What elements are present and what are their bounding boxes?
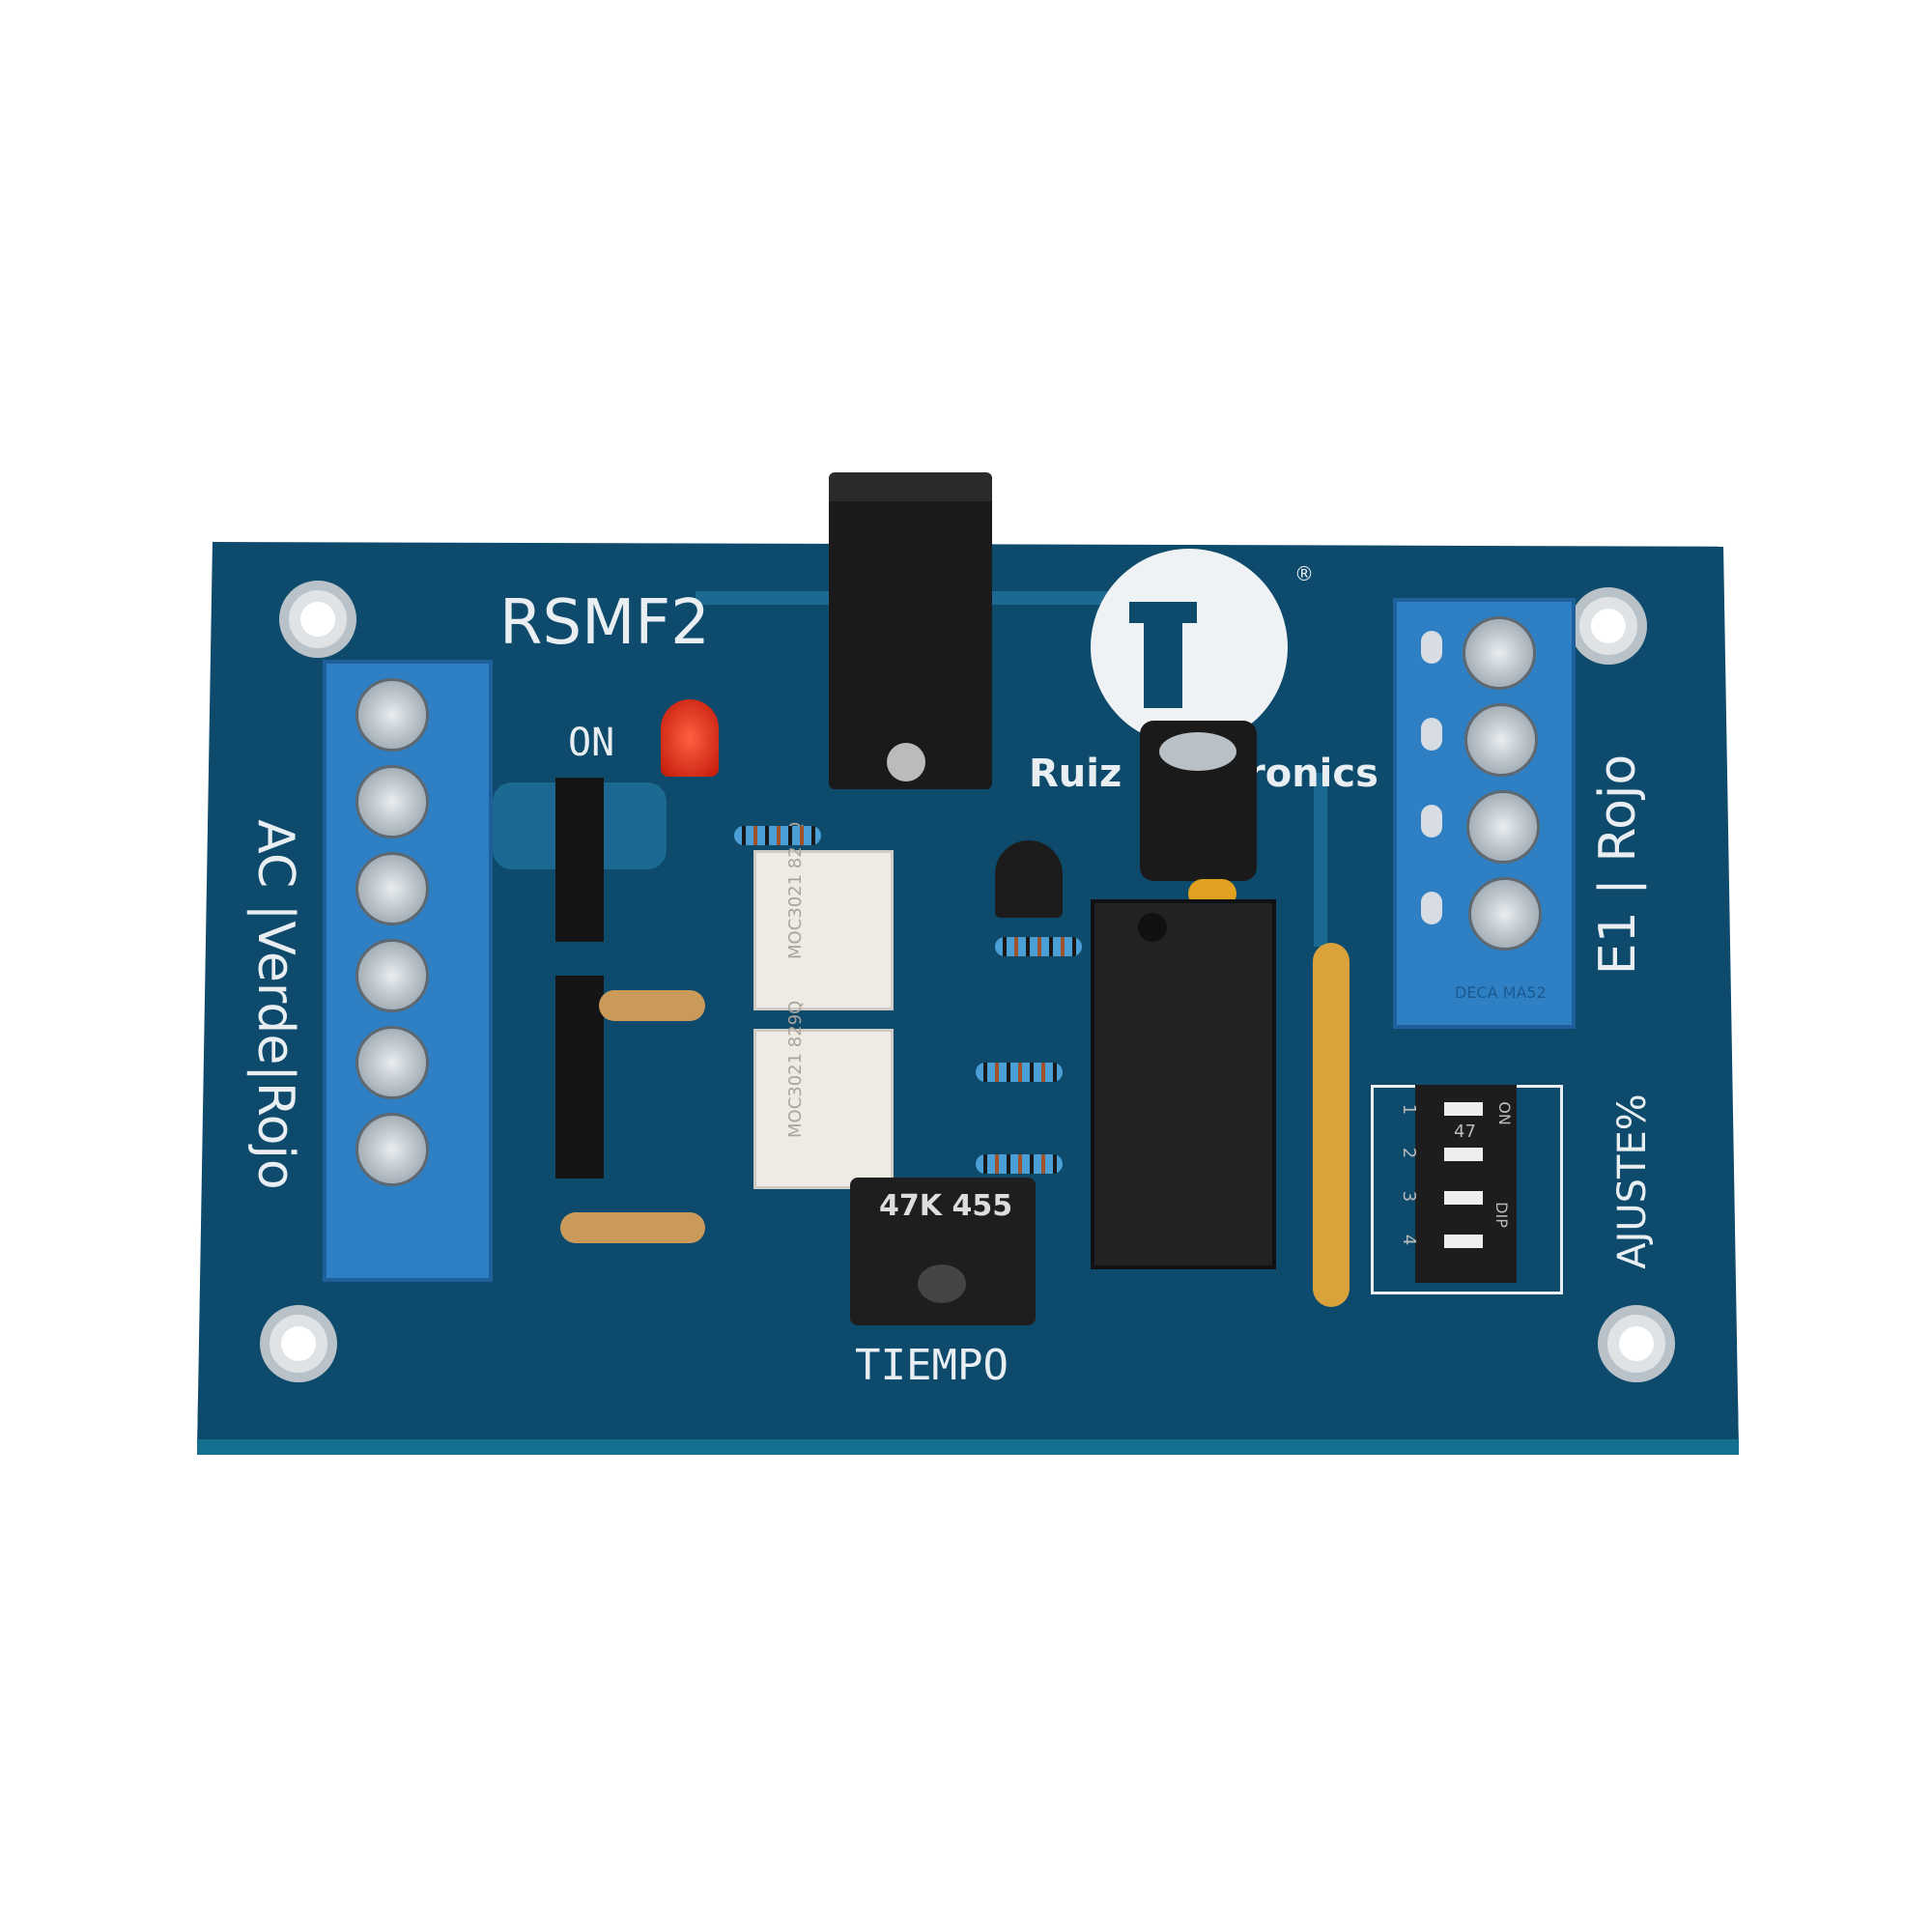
- dc-power-jack[interactable]: [829, 472, 992, 789]
- dip-on-label: ON: [1494, 1101, 1514, 1125]
- optocoupler-part: MOC3021: [785, 1052, 806, 1138]
- screw-terminal[interactable]: [1463, 616, 1536, 690]
- dip-type-label: DIP: [1492, 1202, 1511, 1228]
- right-terminal-label: E1 | Rojo: [1589, 753, 1647, 976]
- screw-terminal[interactable]: [1466, 790, 1540, 864]
- integrated-circuit: [1091, 899, 1276, 1269]
- screw-terminal[interactable]: [355, 678, 429, 752]
- pcb-edge: [197, 1439, 1739, 1455]
- led-indicator: [661, 699, 719, 777]
- optocoupler-code: 829Q: [785, 1000, 806, 1048]
- resistor: [995, 937, 1082, 956]
- screw-terminal[interactable]: [1468, 877, 1542, 951]
- screw-terminal[interactable]: [355, 852, 429, 925]
- brand-text-left: Ruiz: [1029, 752, 1122, 796]
- screw-terminal[interactable]: [355, 765, 429, 838]
- resistor: [599, 990, 705, 1021]
- triac: [555, 778, 604, 942]
- triac: [555, 976, 604, 1179]
- resistor: [976, 1063, 1063, 1082]
- dip-number: 2: [1399, 1147, 1420, 1159]
- dip-toggle-3[interactable]: [1444, 1191, 1483, 1205]
- model-label: RSMF2: [499, 587, 710, 659]
- transistor: [995, 840, 1063, 918]
- brand-logo: [1091, 549, 1288, 746]
- resistor: [734, 826, 821, 845]
- dip-toggle-4[interactable]: [1444, 1235, 1483, 1248]
- terminal-marking: DECA MA52: [1455, 983, 1547, 1002]
- dip-toggle-1[interactable]: [1444, 1102, 1483, 1116]
- optocoupler-2: MOC3021 829Q: [753, 1001, 894, 1189]
- dip-marking: 47: [1454, 1122, 1476, 1142]
- led-label: ON: [568, 721, 615, 765]
- registered-mark: ®: [1294, 562, 1314, 585]
- dip-number: 3: [1399, 1190, 1420, 1203]
- screw-terminal[interactable]: [1464, 703, 1538, 777]
- dip-number: 4: [1399, 1234, 1420, 1246]
- dip-label: AJUSTE%: [1610, 1094, 1655, 1269]
- mounting-hole: [1570, 587, 1647, 665]
- resistor: [976, 1154, 1063, 1174]
- screw-terminal[interactable]: [355, 1113, 429, 1186]
- right-terminal-block: DECA MA52: [1393, 598, 1576, 1029]
- optocoupler-part: MOC3021: [785, 873, 806, 959]
- left-terminal-label: AC |Verde|Rojo: [246, 819, 304, 1190]
- mounting-hole: [260, 1305, 337, 1382]
- dip-toggle-2[interactable]: [1444, 1148, 1483, 1161]
- resistor: [560, 1212, 705, 1243]
- trimpot[interactable]: 47K 455: [850, 1178, 1036, 1325]
- trace: [1314, 773, 1327, 947]
- screw-terminal[interactable]: [355, 1026, 429, 1099]
- electrolytic-capacitor: [1140, 721, 1257, 881]
- mounting-hole: [279, 581, 356, 658]
- optocoupler-1: MOC3021 829Q: [753, 822, 894, 1010]
- trimpot-label: TIEMPO: [855, 1341, 1009, 1390]
- brand-text-right: ronics: [1246, 752, 1378, 796]
- trimpot-marking: 47K 455: [879, 1189, 1013, 1223]
- mounting-hole: [1598, 1305, 1675, 1382]
- dip-number: 1: [1399, 1103, 1420, 1116]
- left-terminal-block: [323, 660, 493, 1282]
- screw-terminal[interactable]: [355, 939, 429, 1012]
- dip-switch: 1 2 3 4 47 ON DIP: [1399, 1085, 1517, 1283]
- film-capacitor: [1313, 943, 1350, 1307]
